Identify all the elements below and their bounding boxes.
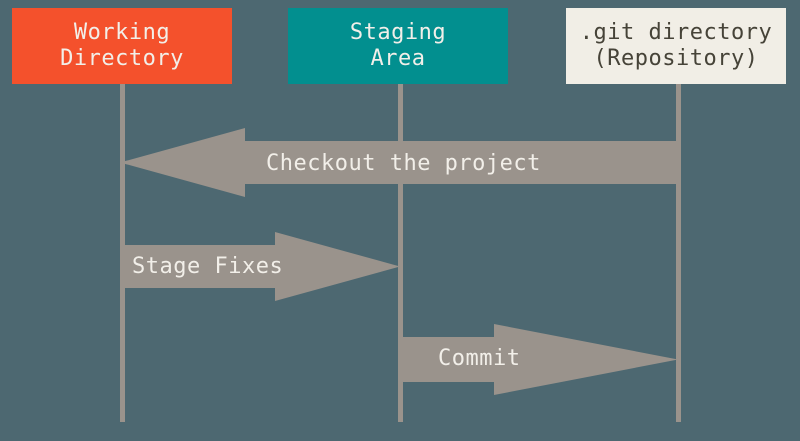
node-git-directory: .git directory (Repository): [566, 8, 786, 84]
arrow-left-shape: [120, 128, 678, 197]
node-staging-area: Staging Area: [288, 8, 508, 84]
arrow-label-commit: Commit: [438, 346, 521, 371]
lifeline-staging-area: [398, 84, 403, 422]
lifeline-git-directory: [676, 84, 681, 422]
arrow-stage-fixes: [120, 232, 400, 301]
node-working-directory: Working Directory: [12, 8, 232, 84]
arrow-right-shape: [120, 232, 400, 301]
arrow-checkout-the-project: [120, 128, 678, 197]
arrow-commit: [398, 324, 678, 395]
arrow-label-stage-fixes: Stage Fixes: [132, 254, 284, 279]
arrow-right-shape: [398, 324, 678, 395]
arrow-label-checkout: Checkout the project: [266, 151, 541, 176]
